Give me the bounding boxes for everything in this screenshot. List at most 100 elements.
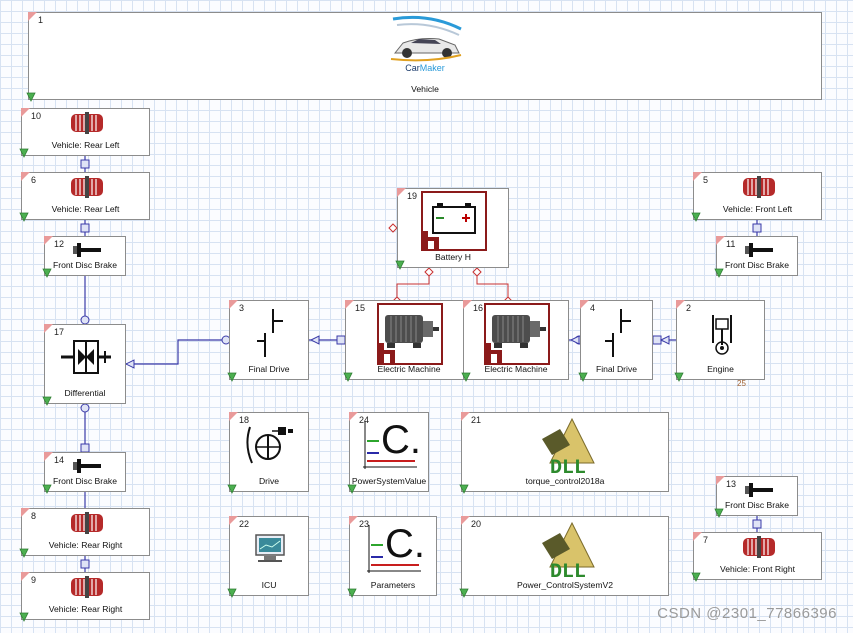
block-parameters[interactable]: 23 C. Parameters	[347, 516, 437, 598]
tire-icon	[70, 176, 104, 198]
dll-icon: DLL	[536, 521, 596, 584]
block-corner-marker	[716, 236, 725, 245]
block-number: 17	[54, 327, 65, 337]
block-status-pin	[461, 372, 471, 382]
differential-icon	[59, 337, 113, 377]
block-brake-11[interactable]: 11 Front Disc Brake	[714, 236, 798, 278]
block-drive[interactable]: 18 Drive	[227, 412, 309, 494]
block-label: Vehicle: Front Right	[720, 564, 795, 574]
block-corner-marker	[21, 508, 30, 517]
block-corner-marker	[21, 572, 30, 581]
block-wheel-rl-10[interactable]: 10 Vehicle: Rear Left	[19, 108, 150, 158]
block-icu[interactable]: 22 ICU	[227, 516, 309, 598]
block-label: Final Drive	[248, 364, 290, 374]
block-number: 5	[703, 175, 709, 185]
block-status-pin	[459, 484, 469, 494]
block-status-pin	[19, 148, 29, 158]
block-electric-machine-16[interactable]: 16 Electric Machine	[461, 300, 569, 382]
block-corner-marker	[21, 172, 30, 181]
block-status-pin	[691, 572, 701, 582]
tire-icon	[742, 176, 776, 198]
block-corner-marker	[28, 12, 37, 21]
svg-text:C.: C.	[385, 523, 423, 566]
svg-text:C.: C.	[381, 419, 419, 462]
block-status-pin	[691, 212, 701, 222]
block-label: Battery H	[435, 252, 471, 262]
block-corner-marker	[580, 300, 589, 309]
block-corner-marker	[44, 452, 53, 461]
block-status-pin	[714, 268, 724, 278]
final-drive-icon	[603, 307, 633, 359]
block-label: Vehicle: Rear Right	[48, 604, 123, 614]
block-number: 21	[471, 415, 482, 425]
block-final-drive-4[interactable]: 4 Final Drive	[578, 300, 653, 382]
block-status-pin	[42, 396, 52, 406]
block-status-pin	[674, 372, 684, 382]
block-power-system-value[interactable]: 24 C. PowerSystemValue	[347, 412, 429, 494]
block-status-pin	[347, 484, 357, 494]
block-number: 20	[471, 519, 482, 529]
block-status-pin	[227, 484, 237, 494]
carmaker-logo-icon	[389, 15, 463, 73]
block-corner-marker	[345, 300, 354, 309]
disc-brake-icon	[69, 241, 103, 259]
electric-motor-icon	[484, 303, 550, 365]
block-brake-13[interactable]: 13 Front Disc Brake	[714, 476, 798, 518]
block-corner-marker	[693, 172, 702, 181]
block-label: Final Drive	[595, 364, 638, 374]
block-number: 3	[239, 303, 245, 313]
block-number: 7	[703, 535, 709, 545]
block-battery[interactable]: 19 Battery H	[395, 188, 509, 270]
block-wheel-rr-9[interactable]: 9 Vehicle: Rear Right	[19, 572, 150, 622]
svg-text:DLL: DLL	[550, 561, 586, 579]
disc-brake-icon	[741, 241, 775, 259]
block-status-pin	[459, 588, 469, 598]
block-status-pin	[227, 372, 237, 382]
block-status-pin	[714, 508, 724, 518]
block-final-drive-3[interactable]: 3 Final Drive	[227, 300, 309, 382]
block-label: Engine	[707, 364, 734, 374]
block-wheel-fl-5[interactable]: 5 Vehicle: Front Left	[691, 172, 822, 222]
block-label: Electric Machine	[484, 364, 548, 374]
block-wheel-fr-7[interactable]: 7 Vehicle: Front Right	[691, 532, 822, 582]
block-label: Front Disc Brake	[53, 260, 117, 270]
block-label: Vehicle: Rear Left	[51, 204, 120, 214]
block-status-pin	[347, 588, 357, 598]
block-differential[interactable]: 17 Differential	[42, 324, 126, 406]
block-corner-marker	[44, 236, 53, 245]
block-label: Front Disc Brake	[53, 476, 117, 486]
block-corner-marker	[676, 300, 685, 309]
tire-icon	[742, 536, 776, 558]
block-wheel-rr-8[interactable]: 8 Vehicle: Rear Right	[19, 508, 150, 558]
plot-icon: C.	[365, 522, 425, 575]
block-brake-14[interactable]: 14 Front Disc Brake	[42, 452, 126, 494]
block-corner-marker	[463, 300, 472, 309]
block-number: 13	[726, 479, 737, 489]
block-status-pin	[578, 372, 588, 382]
block-number: 14	[54, 455, 65, 465]
block-status-pin	[42, 484, 52, 494]
block-label: Front Disc Brake	[725, 260, 789, 270]
block-status-pin	[227, 588, 237, 598]
block-electric-machine-15[interactable]: 15 Electric Machine	[343, 300, 473, 382]
tire-icon	[70, 512, 104, 534]
block-label: Parameters	[370, 580, 416, 590]
block-engine[interactable]: 2 Engine	[674, 300, 765, 382]
block-brake-12[interactable]: 12 Front Disc Brake	[42, 236, 126, 278]
block-status-pin	[395, 260, 405, 270]
block-corner-marker	[349, 412, 358, 421]
block-number: 9	[31, 575, 37, 585]
block-label: Vehicle: Front Left	[722, 204, 793, 214]
block-label: Vehicle	[411, 84, 439, 94]
monitor-icon	[254, 533, 286, 563]
block-label: Differential	[64, 388, 106, 398]
block-wheel-rl-6[interactable]: 6 Vehicle: Rear Left	[19, 172, 150, 222]
block-corner-marker	[716, 476, 725, 485]
block-number: 1	[38, 15, 44, 25]
block-corner-marker	[44, 324, 53, 333]
engine-extra-label: 25	[737, 379, 746, 388]
block-number: 12	[54, 239, 65, 249]
